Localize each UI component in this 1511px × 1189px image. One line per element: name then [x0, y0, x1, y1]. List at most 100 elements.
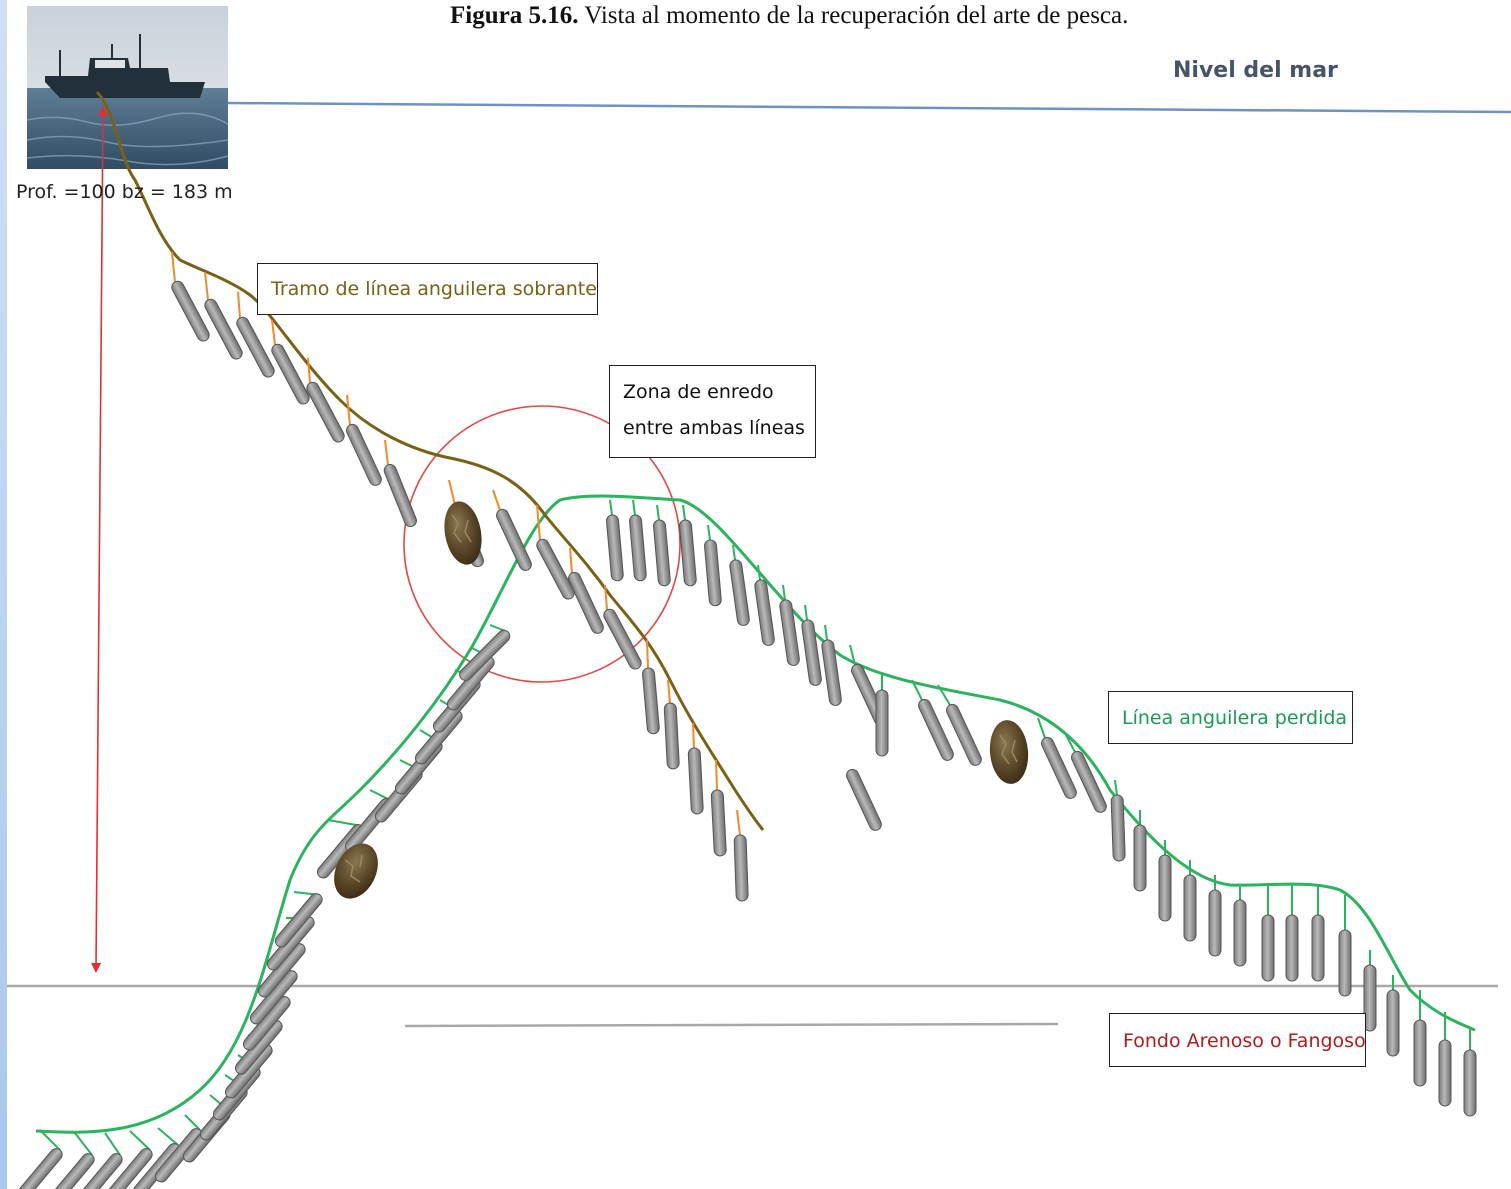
lost-snood [937, 684, 951, 706]
trap-icon [629, 514, 647, 582]
surplus-snood [646, 639, 649, 669]
lost-snood [656, 504, 660, 521]
tangle-zone-callout: Zona de enredo entre ambas líneas [609, 365, 816, 458]
trap-icon [46, 1153, 95, 1189]
trap-icon [1285, 914, 1299, 982]
trap-icon [154, 1128, 203, 1183]
surplus-snood [237, 291, 241, 319]
trap-icon [536, 538, 575, 600]
trap-icon [679, 519, 697, 587]
lost-snood [782, 584, 786, 601]
surplus-snood [448, 479, 456, 506]
rock-icon [334, 843, 378, 899]
left-edge-strip [0, 0, 7, 1189]
trap-icon [568, 571, 604, 634]
lost-snood [157, 1127, 179, 1146]
lost-line [35, 494, 1476, 1134]
lost-snood [632, 499, 636, 516]
trap-icon [236, 316, 275, 378]
surplus-snood [536, 504, 541, 541]
surplus-snood [667, 679, 671, 704]
rocks-group [334, 501, 1029, 899]
trap-icon [1158, 854, 1172, 922]
tangle-zone-line2: entre ambas líneas [623, 417, 805, 439]
lost-snood [1037, 717, 1046, 739]
tangle-zone-line1: Zona de enredo [623, 381, 774, 403]
trap-icon [1338, 929, 1352, 997]
trap-icon [204, 298, 243, 360]
lost-snood [104, 1132, 121, 1156]
lost-snood [74, 1132, 93, 1156]
lost-snood [39, 1129, 61, 1151]
lost-snood [849, 644, 856, 666]
traps-group [14, 251, 1477, 1189]
surplus-snood [346, 394, 351, 426]
lost-snood [707, 524, 711, 541]
rock-icon [444, 501, 482, 565]
trap-icon [1041, 736, 1077, 799]
trap-icon [1233, 899, 1247, 967]
lost-snood [129, 1130, 151, 1151]
trap-icon [663, 702, 680, 770]
trap-icon [1386, 989, 1400, 1057]
trap-icon [306, 381, 345, 443]
surplus-snood [307, 357, 311, 384]
trap-icon [346, 423, 382, 486]
tangle-zone-circle [403, 405, 681, 683]
trap-icon [1311, 914, 1325, 982]
trap-icon [642, 667, 660, 735]
lost-snood [804, 604, 808, 621]
surplus-snood [604, 584, 608, 611]
surplus-snood [692, 722, 695, 749]
trap-icon [414, 710, 463, 765]
lost-line-callout: Línea anguilera perdida [1108, 691, 1353, 744]
lost-snood [184, 1114, 201, 1131]
trap-icon [1071, 750, 1107, 813]
surplus-line [95, 90, 765, 831]
trap-icon [1363, 964, 1377, 1032]
trap-icon [1413, 1019, 1427, 1087]
lost-snood [824, 624, 828, 641]
trap-icon [733, 834, 749, 902]
trap-icon [274, 893, 323, 948]
lost-snood [682, 504, 686, 521]
surplus-line-callout: Tramo de línea anguilera sobrante [257, 263, 598, 315]
trap-icon [14, 1148, 63, 1189]
sea-level-label: Nivel del mar [1173, 58, 1338, 83]
depth-label: Prof. =100 bz = 183 m [16, 181, 233, 203]
figure-number: Figura 5.16. [450, 2, 579, 29]
trap-icon [74, 1153, 123, 1189]
trap-icon [1463, 1049, 1477, 1117]
trap-icon [754, 579, 775, 646]
trap-icon [710, 789, 727, 857]
surplus-snood [204, 271, 209, 301]
trap-icon [1208, 889, 1222, 957]
trap-icon [704, 539, 722, 607]
surplus-snood [271, 319, 276, 346]
seabed-callout: Fondo Arenoso o Fangoso [1109, 1013, 1366, 1067]
trap-icon [729, 559, 750, 626]
figure-caption-text: Vista al momento de la recuperación del … [584, 2, 1129, 29]
trap-icon [1133, 824, 1147, 892]
sea-level-line [227, 101, 1511, 114]
trap-icon [606, 514, 624, 582]
trap-icon [496, 508, 532, 571]
trap-icon [1110, 794, 1126, 862]
rock-icon [989, 720, 1029, 784]
surplus-line-group [95, 90, 765, 831]
trap-icon [1261, 914, 1275, 982]
surplus-snood [569, 547, 573, 574]
surplus-snood [736, 809, 741, 836]
lost-snood [757, 564, 761, 581]
depth-arrow-icon [91, 106, 108, 973]
trap-icon [875, 689, 889, 757]
trap-icon [918, 698, 954, 761]
trap-icon [653, 519, 671, 587]
trap-icon [779, 599, 800, 666]
trap-icon [383, 464, 417, 528]
trap-icon [801, 619, 822, 686]
trap-icon [459, 629, 511, 681]
trap-icon [1183, 874, 1197, 942]
lost-snood [609, 499, 613, 516]
